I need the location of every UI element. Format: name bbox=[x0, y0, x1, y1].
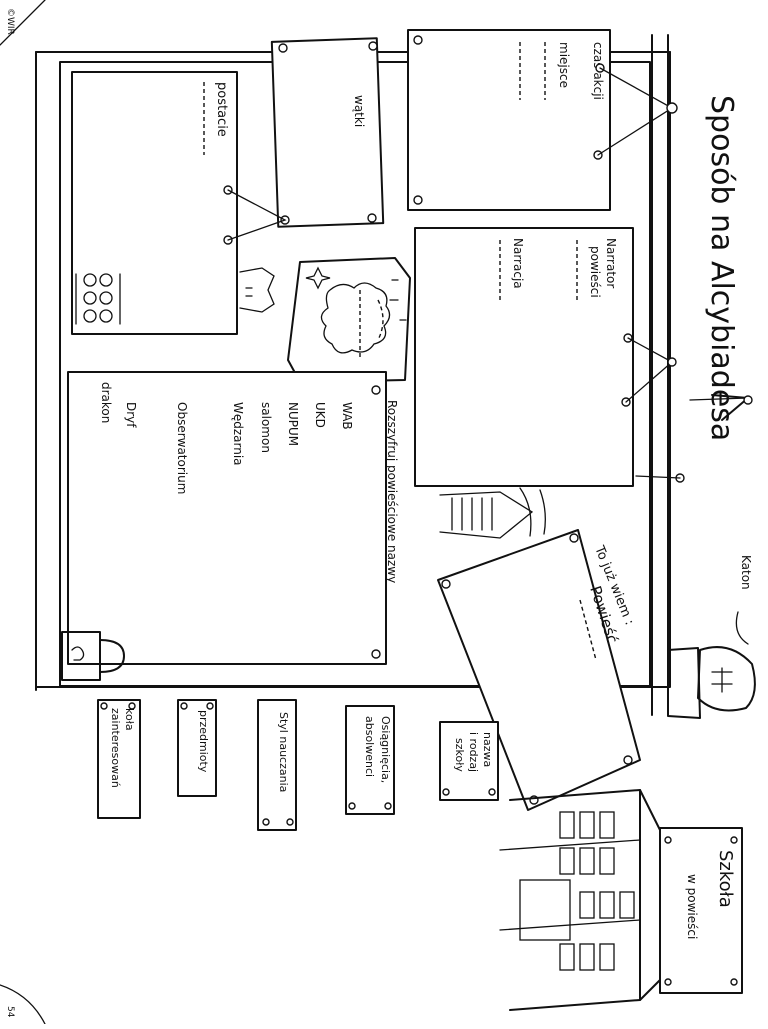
people-icon bbox=[75, 273, 121, 325]
name-item-3: salomon bbox=[259, 402, 273, 453]
svg-text:Styl nauczania: Styl nauczania bbox=[277, 712, 290, 792]
name-item-2: NUPUM bbox=[286, 402, 300, 446]
svg-text:absolwenci: absolwenci bbox=[363, 716, 376, 777]
svg-text:nazwa: nazwa bbox=[481, 732, 494, 767]
svg-text:zainteresowań: zainteresowań bbox=[109, 708, 122, 788]
name-item-6: Dryf bbox=[124, 402, 138, 428]
note-styl: Styl nauczania bbox=[257, 699, 297, 831]
card-narrator: Narrator powieści Narracja bbox=[414, 227, 685, 487]
page-corner-bottom: 54 bbox=[0, 984, 46, 1025]
page-number: 54 bbox=[5, 1006, 15, 1018]
map-icon bbox=[287, 257, 411, 383]
label-narrator: Narrator bbox=[604, 238, 618, 288]
note-osiagniecia: Osiągnięcia, absolwenci bbox=[345, 705, 395, 815]
label-miejsce: miejsce bbox=[557, 42, 571, 88]
name-item-1: UKD bbox=[313, 402, 327, 428]
svg-text:szkoły: szkoły bbox=[453, 738, 466, 772]
label-powiesci: powieści bbox=[588, 246, 602, 298]
katon-figure: Katon bbox=[667, 555, 756, 719]
label-names-header: Rozszyfruj powieściowe nazwy bbox=[385, 400, 399, 583]
name-item-5: Obserwatorium bbox=[175, 402, 189, 494]
svg-text:przedmioty: przedmioty bbox=[197, 710, 210, 773]
corner-mark: ©WIR bbox=[5, 8, 15, 35]
name-item-4: Wędzarnia bbox=[231, 402, 245, 466]
label-narracja: Narracja bbox=[511, 238, 525, 289]
card-czas-miejsce: czas akcji miejsce bbox=[407, 29, 678, 211]
card-names: Rozszyfruj powieściowe nazwy WAB UKD NUP… bbox=[61, 371, 399, 681]
crown-figure-icon bbox=[239, 267, 275, 313]
svg-text:Osiągnięcia,: Osiągnięcia, bbox=[379, 716, 392, 783]
note-przedmioty: przedmioty bbox=[177, 699, 217, 797]
svg-text:i rodzaj: i rodzaj bbox=[467, 732, 480, 772]
note-kola: koła zainteresowań bbox=[97, 699, 141, 819]
svg-text:koła: koła bbox=[123, 708, 136, 731]
label-w-powiesci: w powieści bbox=[685, 874, 699, 939]
note-nazwa: nazwa i rodzaj szkoły bbox=[439, 721, 499, 801]
label-szkola: Szkoła bbox=[715, 850, 736, 908]
label-watki: wątki bbox=[352, 95, 366, 127]
label-katon: Katon bbox=[739, 555, 753, 590]
card-postacie: postacie bbox=[71, 71, 287, 335]
card-watki: wątki bbox=[270, 37, 385, 228]
temple-icon bbox=[439, 487, 546, 539]
name-item-0: WAB bbox=[340, 402, 354, 430]
page-corner-top: ©WIR bbox=[0, 0, 46, 46]
label-postacie: postacie bbox=[214, 82, 229, 137]
sign-szkola: Szkoła w powieści bbox=[659, 827, 743, 994]
name-item-7: drakon bbox=[99, 382, 113, 423]
padlock-icon bbox=[61, 631, 125, 681]
school-building-icon bbox=[499, 789, 661, 1011]
board-title: Sposób na Alcybiadesa bbox=[704, 95, 739, 441]
